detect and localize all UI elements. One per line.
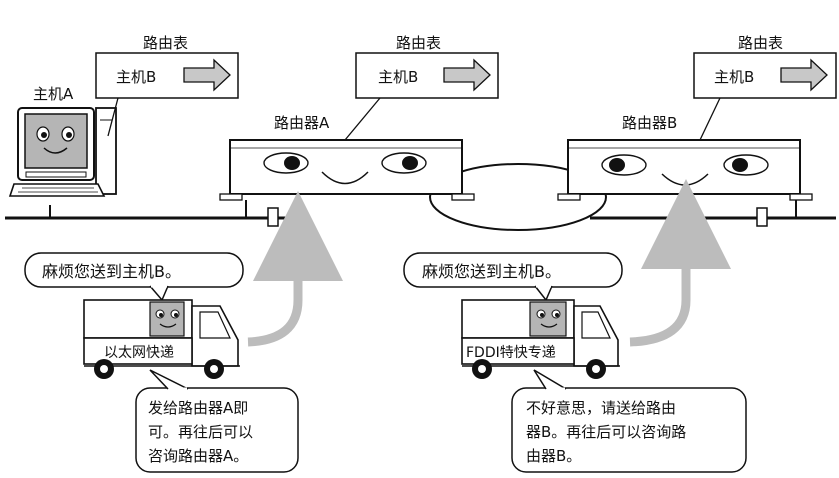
terminator-left <box>267 207 279 227</box>
svg-text:主机B: 主机B <box>714 68 754 86</box>
host-a-label: 主机A <box>33 85 74 103</box>
router-b <box>557 139 813 218</box>
router-a <box>219 139 475 218</box>
svg-text:主机B: 主机B <box>378 68 418 86</box>
reply-bubble-right: 不好意思，请送给路由 器B。再往后可以咨询路 由器B。 <box>511 369 747 473</box>
truck-left: 以太网快递 <box>83 299 240 379</box>
svg-text:发给路由器A即: 发给路由器A即 <box>148 399 248 417</box>
svg-text:器B。再往后可以咨询路: 器B。再往后可以咨询路 <box>526 423 686 441</box>
reply-bubble-left: 发给路由器A即 可。再往后可以 咨询路由器A。 <box>135 369 299 473</box>
arrow-left <box>247 191 343 347</box>
fddi-ring <box>429 163 607 231</box>
svg-text:以太网快递: 以太网快递 <box>104 345 174 361</box>
routing-table-router-a: 路由表 主机B <box>344 34 499 141</box>
svg-text:路由表: 路由表 <box>738 34 783 52</box>
svg-text:可。再往后可以: 可。再往后可以 <box>148 423 253 441</box>
router-b-label: 路由器B <box>622 114 677 132</box>
arrow-right <box>629 179 731 347</box>
host-a-computer <box>8 107 117 197</box>
router-a-label: 路由器A <box>274 114 330 132</box>
svg-text:麻烦您送到主机B。: 麻烦您送到主机B。 <box>422 262 561 281</box>
terminator-right <box>756 207 768 227</box>
svg-text:不好意思，请送给路由: 不好意思，请送给路由 <box>526 399 676 417</box>
svg-text:路由表: 路由表 <box>143 34 188 52</box>
svg-text:由器B。: 由器B。 <box>526 447 581 465</box>
routing-table-router-b: 路由表 主机B <box>693 34 837 141</box>
svg-text:FDDI特快专递: FDDI特快专递 <box>466 345 556 361</box>
truck-right: FDDI特快专递 <box>461 299 620 379</box>
speech-bubble-right: 麻烦您送到主机B。 <box>403 252 623 302</box>
svg-text:路由表: 路由表 <box>396 34 441 52</box>
svg-text:麻烦您送到主机B。: 麻烦您送到主机B。 <box>42 262 181 281</box>
routing-table-host: 路由表 主机B <box>95 34 239 137</box>
svg-text:咨询路由器A。: 咨询路由器A。 <box>148 447 248 465</box>
svg-text:主机B: 主机B <box>116 68 156 86</box>
speech-bubble-left: 麻烦您送到主机B。 <box>24 252 244 302</box>
